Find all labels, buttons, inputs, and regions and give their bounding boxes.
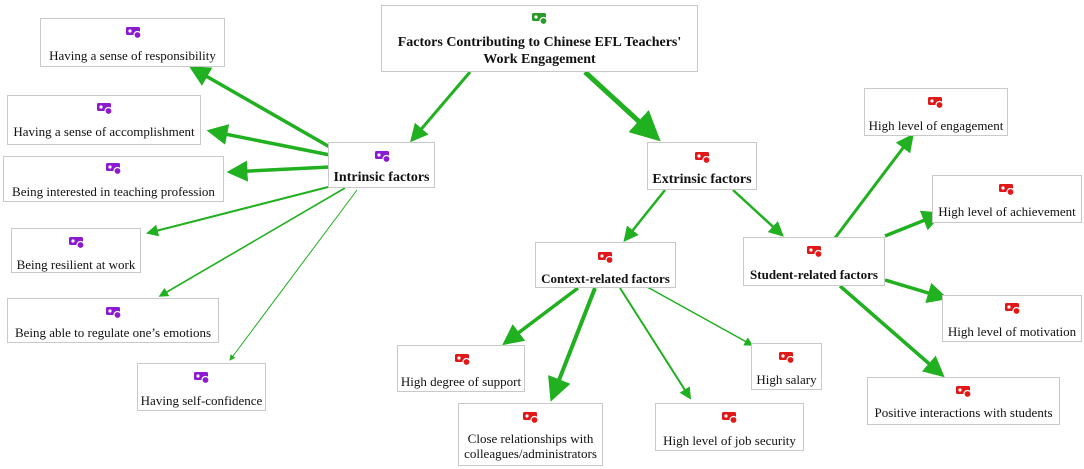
edge-root-intrinsic bbox=[410, 71, 472, 143]
edge-context-support bbox=[502, 286, 580, 346]
leaf-achievement[interactable]: High level of achievement bbox=[932, 175, 1082, 223]
edge-student-interactions bbox=[838, 284, 945, 378]
extrinsic-label: Extrinsic factors bbox=[652, 172, 752, 187]
tag-icon bbox=[807, 246, 823, 258]
tag-icon bbox=[126, 27, 142, 39]
leaf-label: High level of motivation bbox=[947, 324, 1077, 339]
leaf-label: Positive interactions with students bbox=[874, 405, 1053, 420]
leaf-confidence[interactable]: Having self-confidence bbox=[137, 363, 266, 411]
edge-student-achievement bbox=[884, 210, 944, 238]
student-label: Student-related factors bbox=[750, 267, 878, 282]
tag-icon bbox=[523, 412, 539, 424]
leaf-engagement[interactable]: High level of engagement bbox=[864, 88, 1008, 136]
edge-intrinsic-confidence bbox=[229, 189, 358, 361]
leaf-label: Being resilient at work bbox=[16, 257, 136, 272]
tag-icon bbox=[194, 372, 210, 384]
leaf-label: Having a sense of responsibility bbox=[49, 48, 216, 63]
tag-icon bbox=[722, 412, 738, 424]
root-label: Factors Contributing to Chinese EFL Teac… bbox=[397, 35, 682, 67]
leaf-label: Being interested in teaching profession bbox=[12, 184, 215, 199]
context-related-node[interactable]: Context-related factors bbox=[535, 242, 676, 288]
leaf-label: High level of job security bbox=[663, 433, 796, 448]
leaf-label: High degree of support bbox=[400, 374, 522, 389]
leaf-responsibility[interactable]: Having a sense of responsibility bbox=[40, 18, 225, 67]
leaf-label: Being able to regulate one’s emotions bbox=[14, 325, 212, 340]
tag-icon bbox=[69, 237, 85, 249]
context-label: Context-related factors bbox=[541, 271, 670, 286]
edge-intrinsic-interested bbox=[226, 160, 331, 182]
leaf-relationships[interactable]: Close relationships with colleagues/admi… bbox=[458, 403, 603, 466]
leaf-resilient[interactable]: Being resilient at work bbox=[11, 228, 141, 273]
edge-student-engagement bbox=[833, 133, 914, 239]
edge-intrinsic-regulate bbox=[158, 187, 346, 297]
leaf-label: High level of achievement bbox=[938, 204, 1076, 219]
tag-icon bbox=[1005, 303, 1021, 315]
edge-intrinsic-accomplishment bbox=[206, 124, 331, 157]
leaf-label: Having a sense of accomplishment bbox=[13, 124, 195, 139]
tag-icon bbox=[695, 152, 711, 164]
tag-icon bbox=[97, 103, 113, 115]
edge-context-jobsecurity bbox=[619, 287, 692, 400]
tag-icon bbox=[598, 252, 614, 264]
tag-icon bbox=[779, 352, 795, 364]
intrinsic-label: Intrinsic factors bbox=[333, 170, 430, 185]
tag-icon bbox=[106, 163, 122, 175]
edge-extrinsic-student bbox=[732, 189, 784, 237]
leaf-label: High salary bbox=[756, 372, 817, 387]
leaf-salary[interactable]: High salary bbox=[751, 343, 822, 390]
extrinsic-factors-node[interactable]: Extrinsic factors bbox=[647, 142, 757, 190]
tag-icon bbox=[928, 97, 944, 109]
leaf-accomplishment[interactable]: Having a sense of accomplishment bbox=[7, 95, 201, 145]
leaf-support[interactable]: High degree of support bbox=[397, 345, 525, 392]
leaf-label: Having self-confidence bbox=[140, 393, 263, 408]
edge-extrinsic-context bbox=[623, 189, 666, 242]
tag-icon bbox=[999, 184, 1015, 196]
root-node[interactable]: Factors Contributing to Chinese EFL Teac… bbox=[381, 5, 698, 72]
leaf-interested[interactable]: Being interested in teaching profession bbox=[3, 156, 224, 202]
leaf-regulate[interactable]: Being able to regulate one’s emotions bbox=[7, 298, 219, 343]
edge-context-relationships bbox=[548, 287, 597, 402]
tag-icon bbox=[532, 13, 548, 25]
student-related-node[interactable]: Student-related factors bbox=[743, 237, 885, 286]
edge-intrinsic-responsibility bbox=[188, 66, 336, 152]
tag-icon bbox=[455, 354, 471, 366]
leaf-interactions[interactable]: Positive interactions with students bbox=[867, 377, 1060, 425]
leaf-label: Close relationships with colleagues/admi… bbox=[464, 431, 597, 461]
tag-icon bbox=[375, 151, 391, 163]
edge-intrinsic-resilient bbox=[146, 184, 337, 237]
leaf-motivation[interactable]: High level of motivation bbox=[942, 295, 1082, 342]
edge-context-salary bbox=[639, 282, 754, 346]
edge-student-motivation bbox=[884, 278, 949, 304]
tag-icon bbox=[956, 386, 972, 398]
edge-root-extrinsic bbox=[583, 70, 661, 142]
intrinsic-factors-node[interactable]: Intrinsic factors bbox=[328, 142, 435, 188]
leaf-label: High level of engagement bbox=[868, 118, 1004, 133]
tag-icon bbox=[106, 307, 122, 319]
leaf-jobsecurity[interactable]: High level of job security bbox=[655, 403, 804, 451]
